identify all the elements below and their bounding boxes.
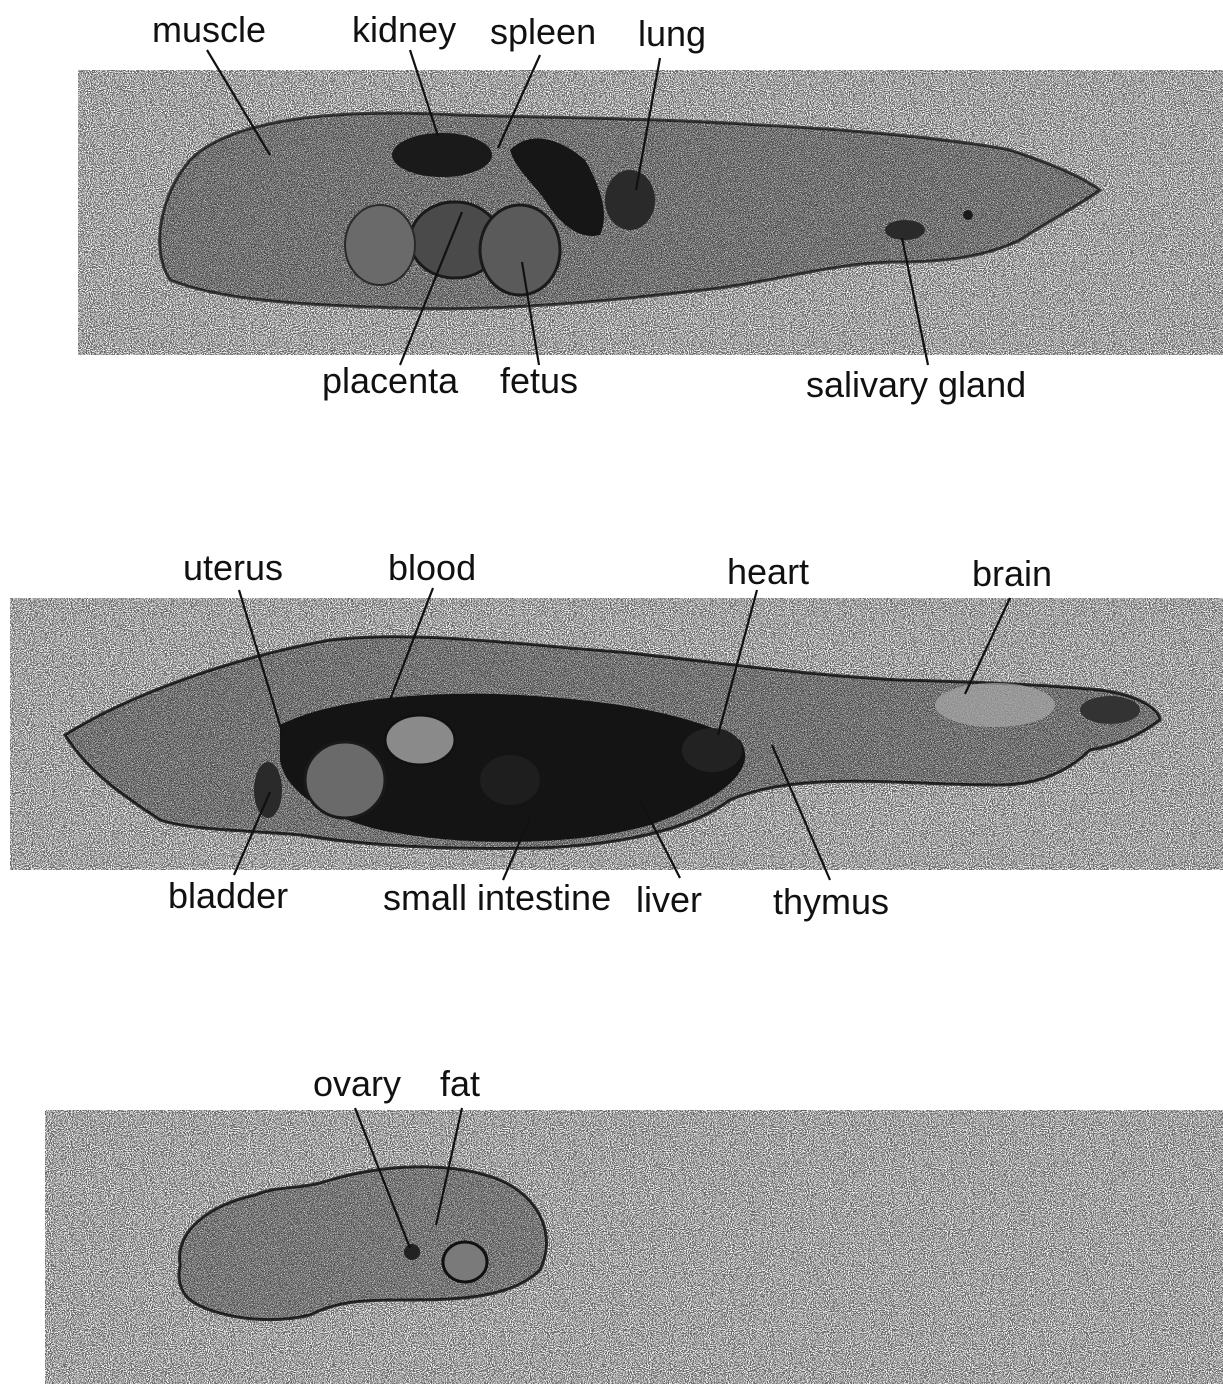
- panel-3: ovary fat: [45, 1063, 1223, 1384]
- panel-2: uterus blood heart brain bladder small i…: [10, 547, 1223, 922]
- uterus-organ: [305, 742, 385, 818]
- label-lung: lung: [638, 13, 706, 54]
- label-heart: heart: [727, 551, 809, 592]
- snout-dark: [1080, 696, 1140, 724]
- label-thymus: thymus: [773, 881, 889, 922]
- label-fat: fat: [440, 1063, 480, 1104]
- label-small-intestine: small intestine: [383, 877, 611, 918]
- bladder-organ: [254, 762, 282, 818]
- label-kidney: kidney: [352, 9, 456, 50]
- eye-spot: [963, 210, 973, 220]
- intestine-loop-1: [385, 715, 455, 765]
- brain-organ: [935, 683, 1055, 727]
- heart-organ: [682, 728, 742, 772]
- label-liver: liver: [636, 879, 702, 920]
- intestine-loop-2: [480, 755, 540, 805]
- label-placenta: placenta: [322, 360, 459, 401]
- lung-organ: [605, 170, 655, 230]
- salivary-gland-organ: [885, 220, 925, 240]
- label-brain: brain: [972, 553, 1052, 594]
- label-muscle: muscle: [152, 9, 266, 50]
- label-salivary-gland: salivary gland: [806, 364, 1026, 405]
- abdomen-organ: [345, 205, 415, 285]
- label-spleen: spleen: [490, 11, 596, 52]
- label-uterus: uterus: [183, 547, 283, 588]
- label-blood: blood: [388, 547, 476, 588]
- panel-1: muscle kidney spleen lung placenta fetus…: [78, 9, 1223, 405]
- label-fetus: fetus: [500, 360, 578, 401]
- kidney-organ: [392, 133, 492, 177]
- ovary-organ: [404, 1244, 420, 1260]
- label-ovary: ovary: [313, 1063, 401, 1104]
- fetus-organ: [480, 205, 560, 295]
- fetal-head: [443, 1242, 487, 1282]
- label-bladder: bladder: [168, 875, 288, 916]
